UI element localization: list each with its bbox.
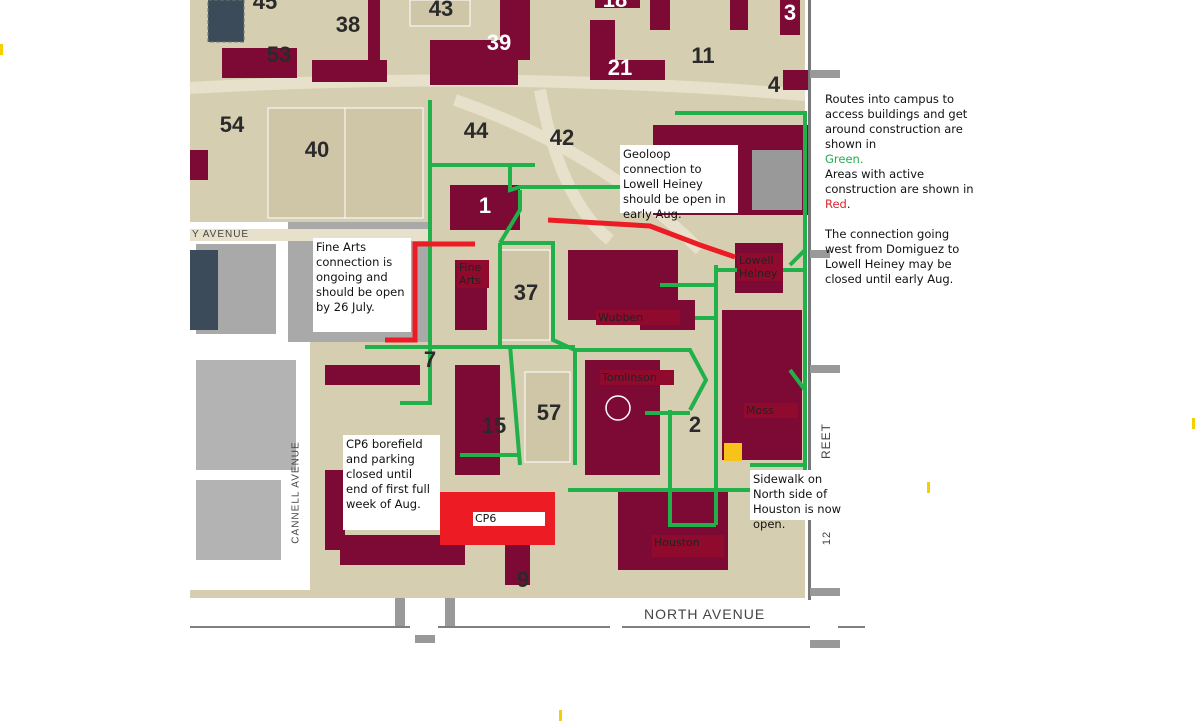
green-routes	[365, 100, 807, 527]
sidewalk-marker	[724, 443, 742, 461]
building-number[interactable]: 1	[478, 193, 492, 218]
legend-text: .	[846, 197, 851, 211]
building-number[interactable]: 53	[266, 42, 292, 67]
yellow-tick	[1192, 418, 1195, 429]
building-number[interactable]: 11	[691, 43, 715, 68]
building-number[interactable]: 15	[481, 413, 507, 438]
building-number[interactable]: 54	[219, 112, 245, 137]
building-number[interactable]: 39	[486, 30, 512, 55]
yellow-tick	[927, 482, 930, 493]
building-number[interactable]: 18	[603, 0, 627, 13]
legend-text: Routes into campus to access buildings a…	[825, 92, 968, 151]
legend-domiguez-note: The connection going west from Domiguez …	[825, 227, 960, 286]
note-fine-arts: Fine Arts connection is ongoing and shou…	[313, 238, 411, 332]
note-sidewalk: Sidewalk on North side of Houston is now…	[750, 470, 855, 531]
building-number[interactable]: 42	[549, 125, 575, 150]
building-label-lowell-heiney[interactable]: Lowell Heiney	[737, 253, 783, 281]
building-number[interactable]: 43	[428, 0, 454, 21]
building-label-wubben[interactable]: Wubben	[596, 310, 680, 325]
note-cp6: CP6 borefield and parking closed until e…	[343, 435, 440, 530]
road-label-y-avenue: Y AVENUE	[192, 229, 250, 240]
yellow-tick	[559, 710, 562, 721]
building-number[interactable]: 57	[536, 400, 562, 425]
cp6-label: CP6	[473, 512, 545, 526]
building-label-houston[interactable]: Houston	[652, 535, 724, 557]
building-number[interactable]: 7	[423, 347, 437, 372]
road-label-cannell-avenue: CANNELL AVENUE	[290, 441, 302, 544]
construction-lines	[385, 217, 736, 343]
building-label-tomlinson[interactable]: Tomlinson	[600, 370, 674, 385]
yellow-tick	[0, 44, 3, 55]
legend-note: Routes into campus to access buildings a…	[822, 90, 982, 286]
road-label-street-number: 12	[821, 530, 834, 546]
road-label-street: REET	[819, 422, 834, 460]
building-number[interactable]: 37	[513, 280, 539, 305]
building-number[interactable]: 44	[463, 118, 489, 143]
building-number[interactable]: 21	[607, 55, 633, 80]
building-number[interactable]: 40	[304, 137, 330, 162]
legend-red: Red	[825, 197, 847, 211]
building-label-moss[interactable]: Moss	[744, 403, 798, 418]
legend-green: Green.	[825, 152, 864, 166]
building-number[interactable]: 4	[767, 72, 781, 97]
road-label-north-avenue: NORTH AVENUE	[644, 606, 766, 622]
building-number[interactable]: 2	[688, 412, 702, 437]
building-number[interactable]: 3	[783, 0, 797, 25]
building-label-fine-arts[interactable]: Fine Arts	[457, 260, 489, 288]
legend-text: Areas with active construction are shown…	[825, 167, 974, 196]
note-geoloop: Geoloop connection to Lowell Heiney shou…	[620, 145, 738, 221]
building-number[interactable]: 9	[516, 567, 530, 592]
building-number[interactable]: 38	[335, 12, 361, 37]
building-number[interactable]: 45	[252, 0, 278, 14]
